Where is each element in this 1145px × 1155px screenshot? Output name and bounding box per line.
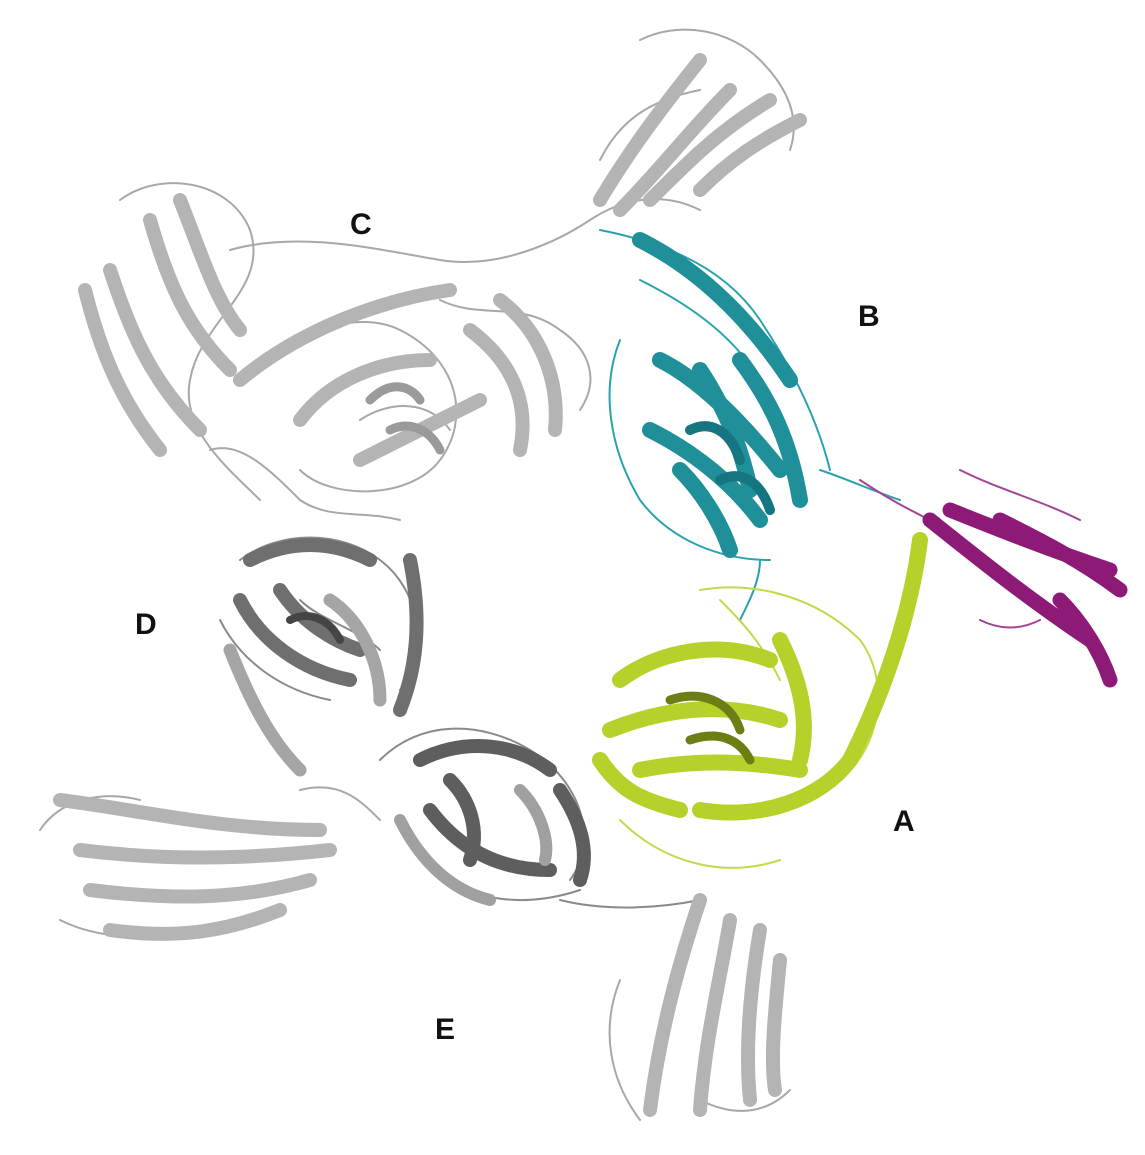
chain-a-ribbons — [600, 540, 920, 868]
chain-e-ribbons — [380, 729, 700, 908]
chain-d-ribbons — [220, 538, 417, 771]
chain-a-outer-domain — [610, 900, 790, 1120]
chain-d-outer-domain — [40, 787, 380, 936]
chain-label-c: C — [350, 210, 372, 240]
chain-label-d: D — [135, 610, 157, 640]
chain-b-outer-domain — [590, 30, 800, 220]
chain-c-ribbons — [85, 183, 590, 520]
chain-b-ribbons — [600, 230, 900, 620]
chain-label-b: B — [858, 302, 880, 332]
chain-label-e: E — [435, 1015, 455, 1045]
chain-label-a: A — [893, 807, 915, 837]
